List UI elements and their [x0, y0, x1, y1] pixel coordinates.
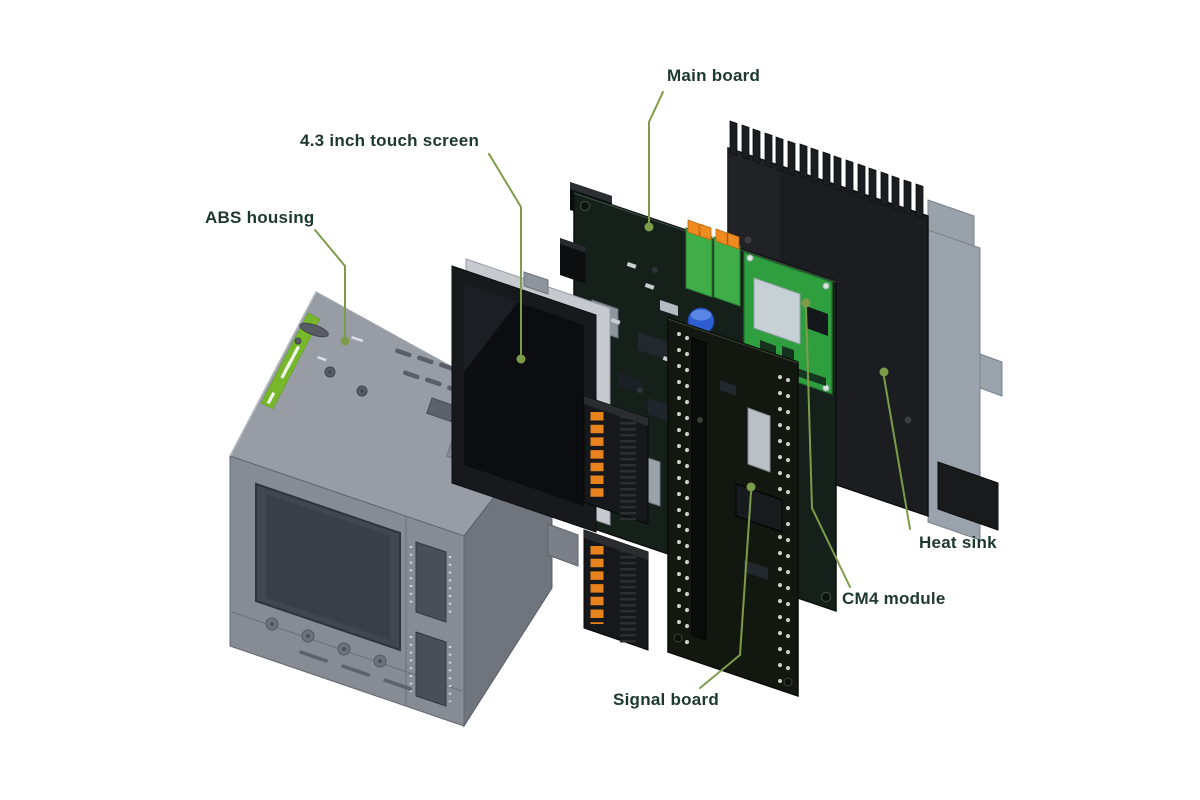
callout-dot-touch-screen: [516, 354, 526, 364]
label-abs-housing: ABS housing: [205, 208, 315, 227]
heatsink-fins: [729, 120, 924, 219]
leader-lines: [314, 91, 911, 689]
signal-chip: [735, 483, 783, 533]
leader-signal-board: [699, 491, 752, 689]
smd-cap: [637, 387, 643, 393]
mount-hole: [783, 677, 793, 687]
callout-dot-heat-sink: [879, 367, 889, 377]
board-connector-top: [570, 182, 612, 203]
terminal-lever: [699, 223, 712, 241]
top-hole-dot: [328, 370, 332, 374]
touch-screen-part: [451, 258, 611, 533]
callout-dots: [340, 222, 889, 492]
screen-window-inner: [266, 494, 390, 640]
heatsink-screw: [904, 416, 912, 424]
top-hole-dot: [360, 389, 364, 393]
top-hole: [294, 337, 302, 345]
leader-heat-sink: [883, 376, 911, 530]
din-tab: [547, 523, 579, 567]
callout-dot-main-board: [644, 222, 654, 232]
label-main-board: Main board: [667, 66, 761, 85]
signal-board-part: [667, 316, 799, 698]
leader-cm4-module: [805, 307, 851, 588]
mount-hole: [673, 633, 683, 643]
top-slot-oval: [299, 322, 329, 338]
terminal-lever: [715, 228, 728, 246]
mount-hole: [580, 201, 590, 211]
bottom-vent-slots: [299, 650, 412, 691]
brand-strip-text-marks: [266, 345, 300, 405]
din-clip: [937, 461, 999, 531]
smd-cap: [652, 267, 658, 273]
heatsink-bracket-tab: [979, 353, 1003, 397]
pin-header-strip: [691, 337, 707, 641]
mount-hole: [821, 592, 831, 602]
label-touch-screen: 4.3 inch touch screen: [300, 131, 480, 150]
chip: [720, 380, 736, 396]
crystal: [660, 300, 678, 316]
terminal-slot: [415, 631, 447, 707]
board-to-board-connector: [747, 407, 771, 473]
terminal-slot: [415, 541, 447, 623]
housing-edge: [229, 291, 317, 457]
flex-cable-tab: [523, 271, 549, 295]
heatsink-screw: [744, 236, 752, 244]
silkscreen-marks: [317, 336, 364, 362]
leader-touch-screen: [488, 153, 522, 355]
chip: [744, 560, 768, 580]
cm4-chip: [760, 340, 776, 356]
terminal-plugs-part: [583, 395, 649, 651]
label-signal-board: Signal board: [613, 690, 719, 709]
screen-display-area: [464, 284, 584, 506]
callout-dot-cm4-module: [801, 298, 811, 308]
cm4-chip: [782, 346, 794, 360]
callout-dot-signal-board: [746, 482, 756, 492]
chip: [638, 332, 668, 360]
pcb-edge-highlight: [667, 318, 799, 364]
capacitor-top: [690, 309, 712, 321]
terminal-lever: [687, 219, 700, 237]
screen-sheen: [464, 284, 518, 372]
chip: [618, 372, 642, 394]
cm4-hole: [822, 282, 830, 290]
callout-dot-abs-housing: [340, 336, 350, 346]
label-heat-sink: Heat sink: [919, 533, 997, 552]
label-cm4-module: CM4 module: [842, 589, 946, 608]
terminal-lever: [727, 232, 740, 250]
usb-connector-top: [560, 238, 586, 253]
leader-main-board: [648, 91, 664, 223]
smd-cap: [697, 417, 703, 423]
cm4-hole: [746, 254, 754, 262]
cm4-shield: [753, 277, 801, 345]
front-buttons: [265, 617, 387, 668]
leader-abs-housing: [314, 229, 346, 337]
cm4-soc: [806, 306, 828, 336]
